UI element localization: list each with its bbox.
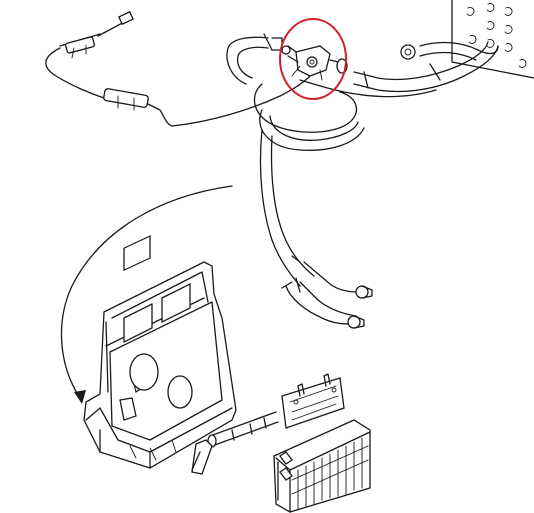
- heater-control-valve: [281, 45, 348, 81]
- pointer-arrow: [60, 185, 233, 404]
- highlight-circle: [279, 18, 347, 100]
- bulkhead-panel: [451, 0, 534, 79]
- coolant-hoses: [226, 33, 499, 325]
- hose-clamps: [347, 44, 416, 329]
- heater-core: [273, 419, 371, 513]
- control-cable: [45, 10, 317, 127]
- connector-pipe: [191, 411, 279, 475]
- heater-housing: [83, 235, 237, 469]
- mounting-bracket: [281, 373, 345, 429]
